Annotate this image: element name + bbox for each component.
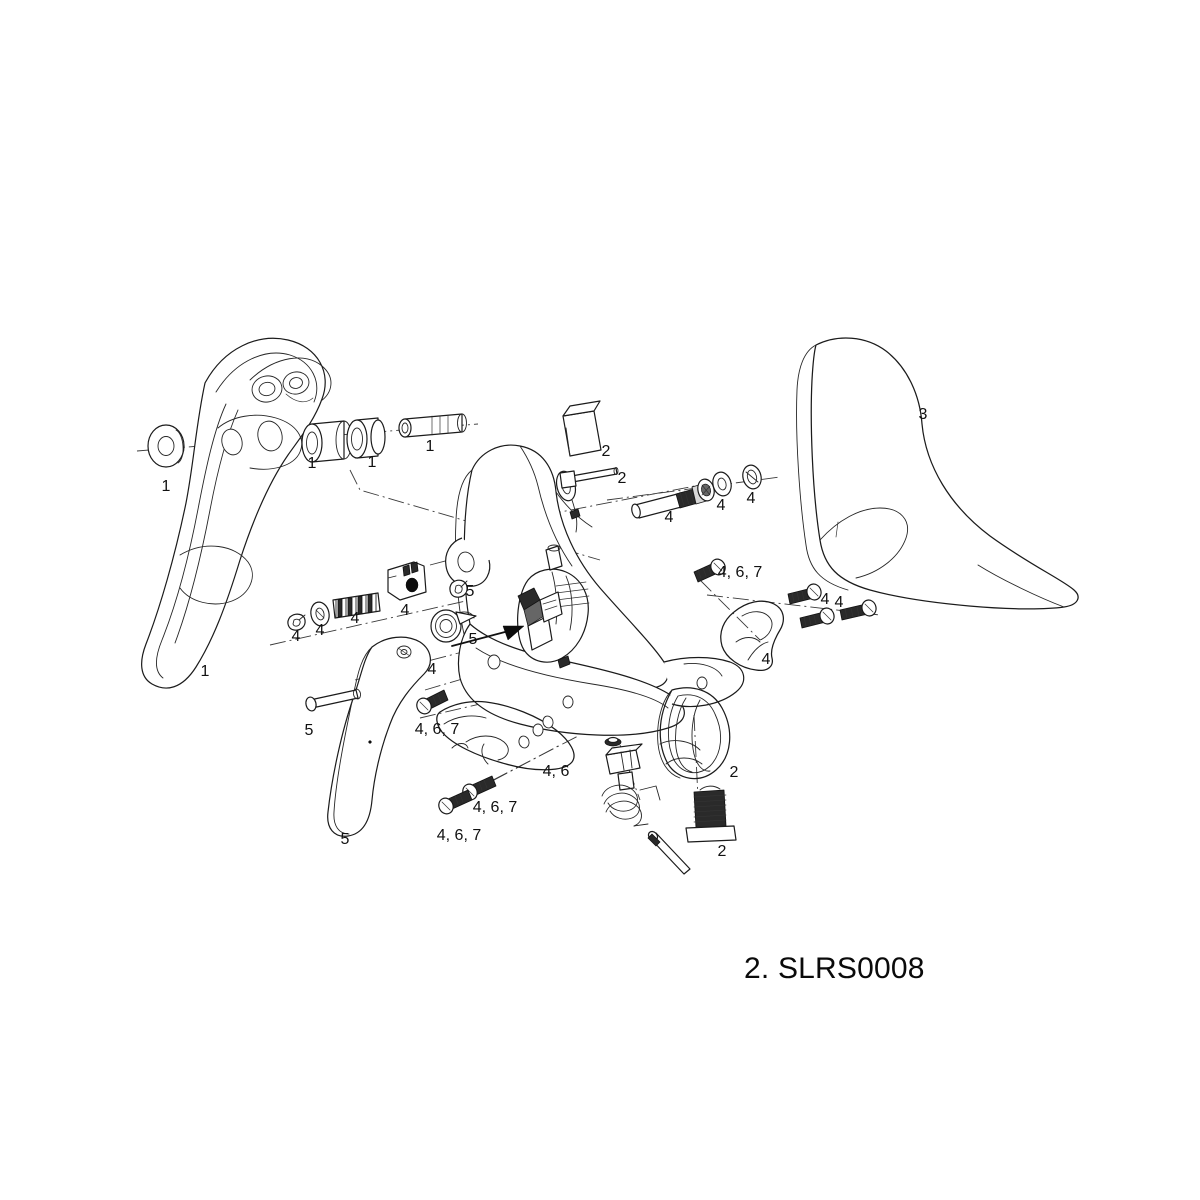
cable-barrel-cap — [562, 400, 602, 457]
callout-brake-lever-blade: 1 — [201, 663, 210, 680]
callout-ratchet-pawl: 4 — [401, 602, 410, 619]
callout-pivot-washer-outer: 1 — [162, 478, 171, 495]
rubber-hood-cover — [796, 337, 1079, 610]
callout-coil-return-spring: 5 — [469, 631, 478, 648]
pivot-pin-rod — [647, 830, 691, 875]
retainer-clip — [449, 579, 468, 598]
pivot-bushing — [301, 420, 353, 463]
screw-set-a — [693, 558, 726, 583]
coil-return-spring — [430, 609, 477, 643]
ratchet-mechanism — [451, 544, 590, 669]
callout-pivot-bushing: 1 — [308, 455, 317, 472]
callout-cable-barrel-cap: 2 — [602, 443, 611, 460]
cable-rod — [559, 467, 619, 489]
callout-screw-set-a: 4, 6, 7 — [718, 564, 763, 581]
callout-handlebar-clamp-band: 2 — [730, 764, 739, 781]
callout-pivot-collar: 1 — [368, 454, 377, 471]
pivot-bolt-long — [631, 478, 715, 519]
callout-plate-set: 4, 6 — [543, 763, 570, 780]
screw-set-d — [438, 789, 473, 815]
callout-screw-set-b: 4, 6, 7 — [415, 721, 460, 738]
callout-bracket-screw-b: 4 — [835, 594, 844, 611]
callout-e-clip-small: 4 — [292, 628, 301, 645]
callout-rubber-hood-cover: 3 — [919, 406, 928, 423]
flat-washer-small — [310, 601, 330, 627]
callout-pivot-bolt-washer: 4 — [717, 497, 726, 514]
callout-pivot-bolt-long: 4 — [665, 509, 674, 526]
callout-shift-lever-pin: 5 — [305, 722, 314, 739]
e-clip-small — [287, 613, 306, 631]
callout-pivot-bolt-circlip: 4 — [747, 490, 756, 507]
callout-bracket-screw-a: 4 — [821, 591, 830, 608]
callout-mount-bracket-plate: 4 — [762, 651, 771, 668]
shift-lever-blade — [327, 636, 431, 837]
bracket-screw-a — [787, 583, 822, 605]
callout-clamp-bolt: 2 — [718, 843, 727, 860]
callout-screw-set-d: 4, 6, 7 — [437, 827, 482, 844]
pivot-washer-outer — [147, 424, 185, 468]
callout-coil-spring-compression: 4 — [351, 610, 360, 627]
shift-lever-pin — [305, 688, 362, 712]
brake-lever-blade — [141, 337, 332, 689]
callout-cable-rod: 2 — [618, 470, 627, 487]
coil-spring-compression — [332, 592, 381, 619]
callout-flat-washer-small: 4 — [316, 622, 325, 639]
callout-retainer-clip: 5 — [466, 583, 475, 600]
mount-bracket-plate — [720, 600, 784, 672]
pivot-axle-bolt — [398, 413, 467, 438]
bracket-screw-c — [839, 599, 877, 621]
callout-shift-lever-pin-axis: 4 — [428, 661, 437, 678]
ratchet-pawl — [387, 561, 427, 601]
handlebar-clamp-band — [657, 687, 731, 780]
screw-set-b — [416, 689, 449, 715]
pivot-bolt-washer — [712, 471, 732, 497]
inner-chassis-plate — [436, 700, 575, 771]
adjuster-nut-block — [604, 736, 643, 791]
bracket-screw-b — [799, 607, 835, 629]
pivot-bolt-circlip — [742, 464, 762, 490]
callout-shift-lever-blade: 5 — [341, 831, 350, 848]
clamp-bolt — [685, 785, 737, 843]
pivot-collar — [346, 417, 386, 459]
figure-caption: 2. SLRS0008 — [744, 952, 925, 985]
callout-pivot-axle-bolt: 1 — [426, 438, 435, 455]
callout-screw-set-c: 4, 6, 7 — [473, 799, 518, 816]
torsion-spring — [601, 784, 661, 827]
